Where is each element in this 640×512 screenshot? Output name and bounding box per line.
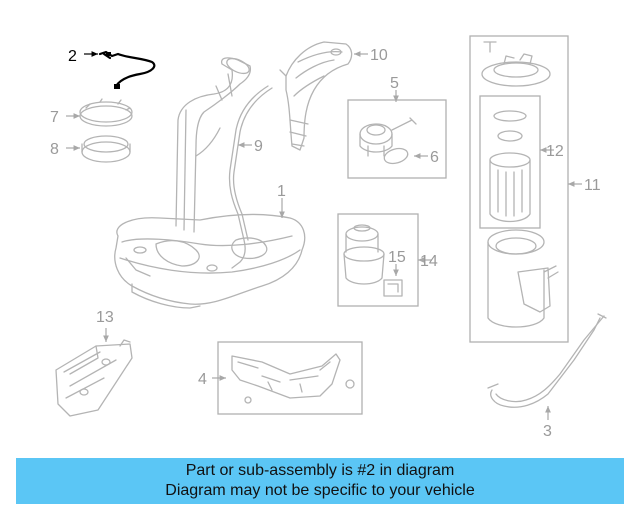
part-14-sending-unit [343,224,432,285]
part-2-wire-harness[interactable] [84,50,156,89]
callout-7: 7 [50,109,59,126]
frame-11 [469,35,569,343]
part-1-fuel-tank [114,57,306,309]
frame-4 [217,341,363,415]
part-11-fuel-pump-assembly [481,41,582,328]
parts-diagram: 2 7 8 1 9 [50,35,607,440]
part-4-support [212,353,355,404]
part-5-valve [359,90,417,157]
part-3-strap [487,313,607,420]
callout-4: 4 [198,371,207,388]
part-15-sensor [383,264,403,297]
callout-13: 13 [96,309,114,326]
callout-11: 11 [584,177,601,194]
callout-2: 2 [68,48,77,65]
part-7-lock-ring [66,98,133,127]
callout-9: 9 [254,138,263,155]
part-12-filter-assembly [489,110,554,223]
callout-5: 5 [390,75,399,92]
callout-10: 10 [370,47,388,64]
callout-12: 12 [546,143,564,160]
callout-1: 1 [277,183,286,200]
callout-14: 14 [420,253,438,270]
banner-line-2: Diagram may not be specific to your vehi… [165,482,475,499]
part-10-heat-shield [279,41,368,151]
part-6-o-ring [383,147,428,165]
callout-6: 6 [430,149,439,166]
frame-12 [479,95,541,229]
callout-8: 8 [50,141,59,158]
callout-15: 15 [388,249,406,266]
info-banner: Part or sub-assembly is #2 in diagram Di… [16,458,624,504]
part-8-seal [66,135,131,163]
banner-line-1: Part or sub-assembly is #2 in diagram [185,462,455,479]
part-9-vent-line [228,85,273,269]
part-13-bracket [55,328,133,417]
frame-14-15 [337,213,419,307]
callout-3: 3 [543,423,552,440]
